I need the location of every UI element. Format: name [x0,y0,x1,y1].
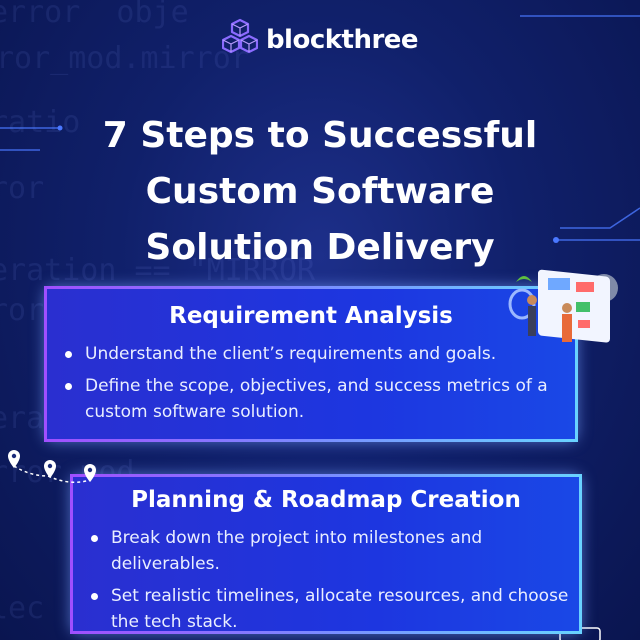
cube-cluster-logo-icon [221,18,259,62]
location-pins-route-icon [8,450,96,483]
title-line-1: 7 Steps to Successful [102,115,538,156]
step-bullet: Define the scope, objectives, and succes… [65,373,575,425]
step-bullet-list: Break down the project into milestones a… [73,525,579,635]
step-title: Planning & Roadmap Creation [131,487,521,513]
bg-code-line: ror [0,293,45,328]
step-card-requirement-analysis: Requirement Analysis Understand the clie… [44,286,578,442]
bg-code-line: error obje [0,0,189,30]
title-line-3: Solution Delivery [145,227,495,268]
step-bullet: Break down the project into milestones a… [91,525,579,577]
title-line-2: Custom Software [145,171,495,212]
step-title: Requirement Analysis [169,303,453,329]
step-bullet: Set realistic timelines, allocate resour… [91,583,579,635]
step-bullet-list: Understand the client’s requirements and… [47,341,575,425]
bg-code-line: ratio [0,105,81,140]
bg-code-line: eration == "MIRROR_ [0,253,334,288]
brand-logo: blockthree [0,18,640,62]
bg-code-line: ror [0,171,45,206]
page-title: 7 Steps to Successful Custom Software So… [0,108,640,276]
brand-name: blockthree [265,25,419,55]
bg-code-line: ror_mod.mirror [0,41,249,76]
bg-code-line: lec [0,591,45,626]
step-bullet: Understand the client’s requirements and… [65,341,575,367]
step-card-planning-roadmap: Planning & Roadmap Creation Break down t… [70,474,582,634]
team-whiteboard-illustration-icon [508,269,618,343]
